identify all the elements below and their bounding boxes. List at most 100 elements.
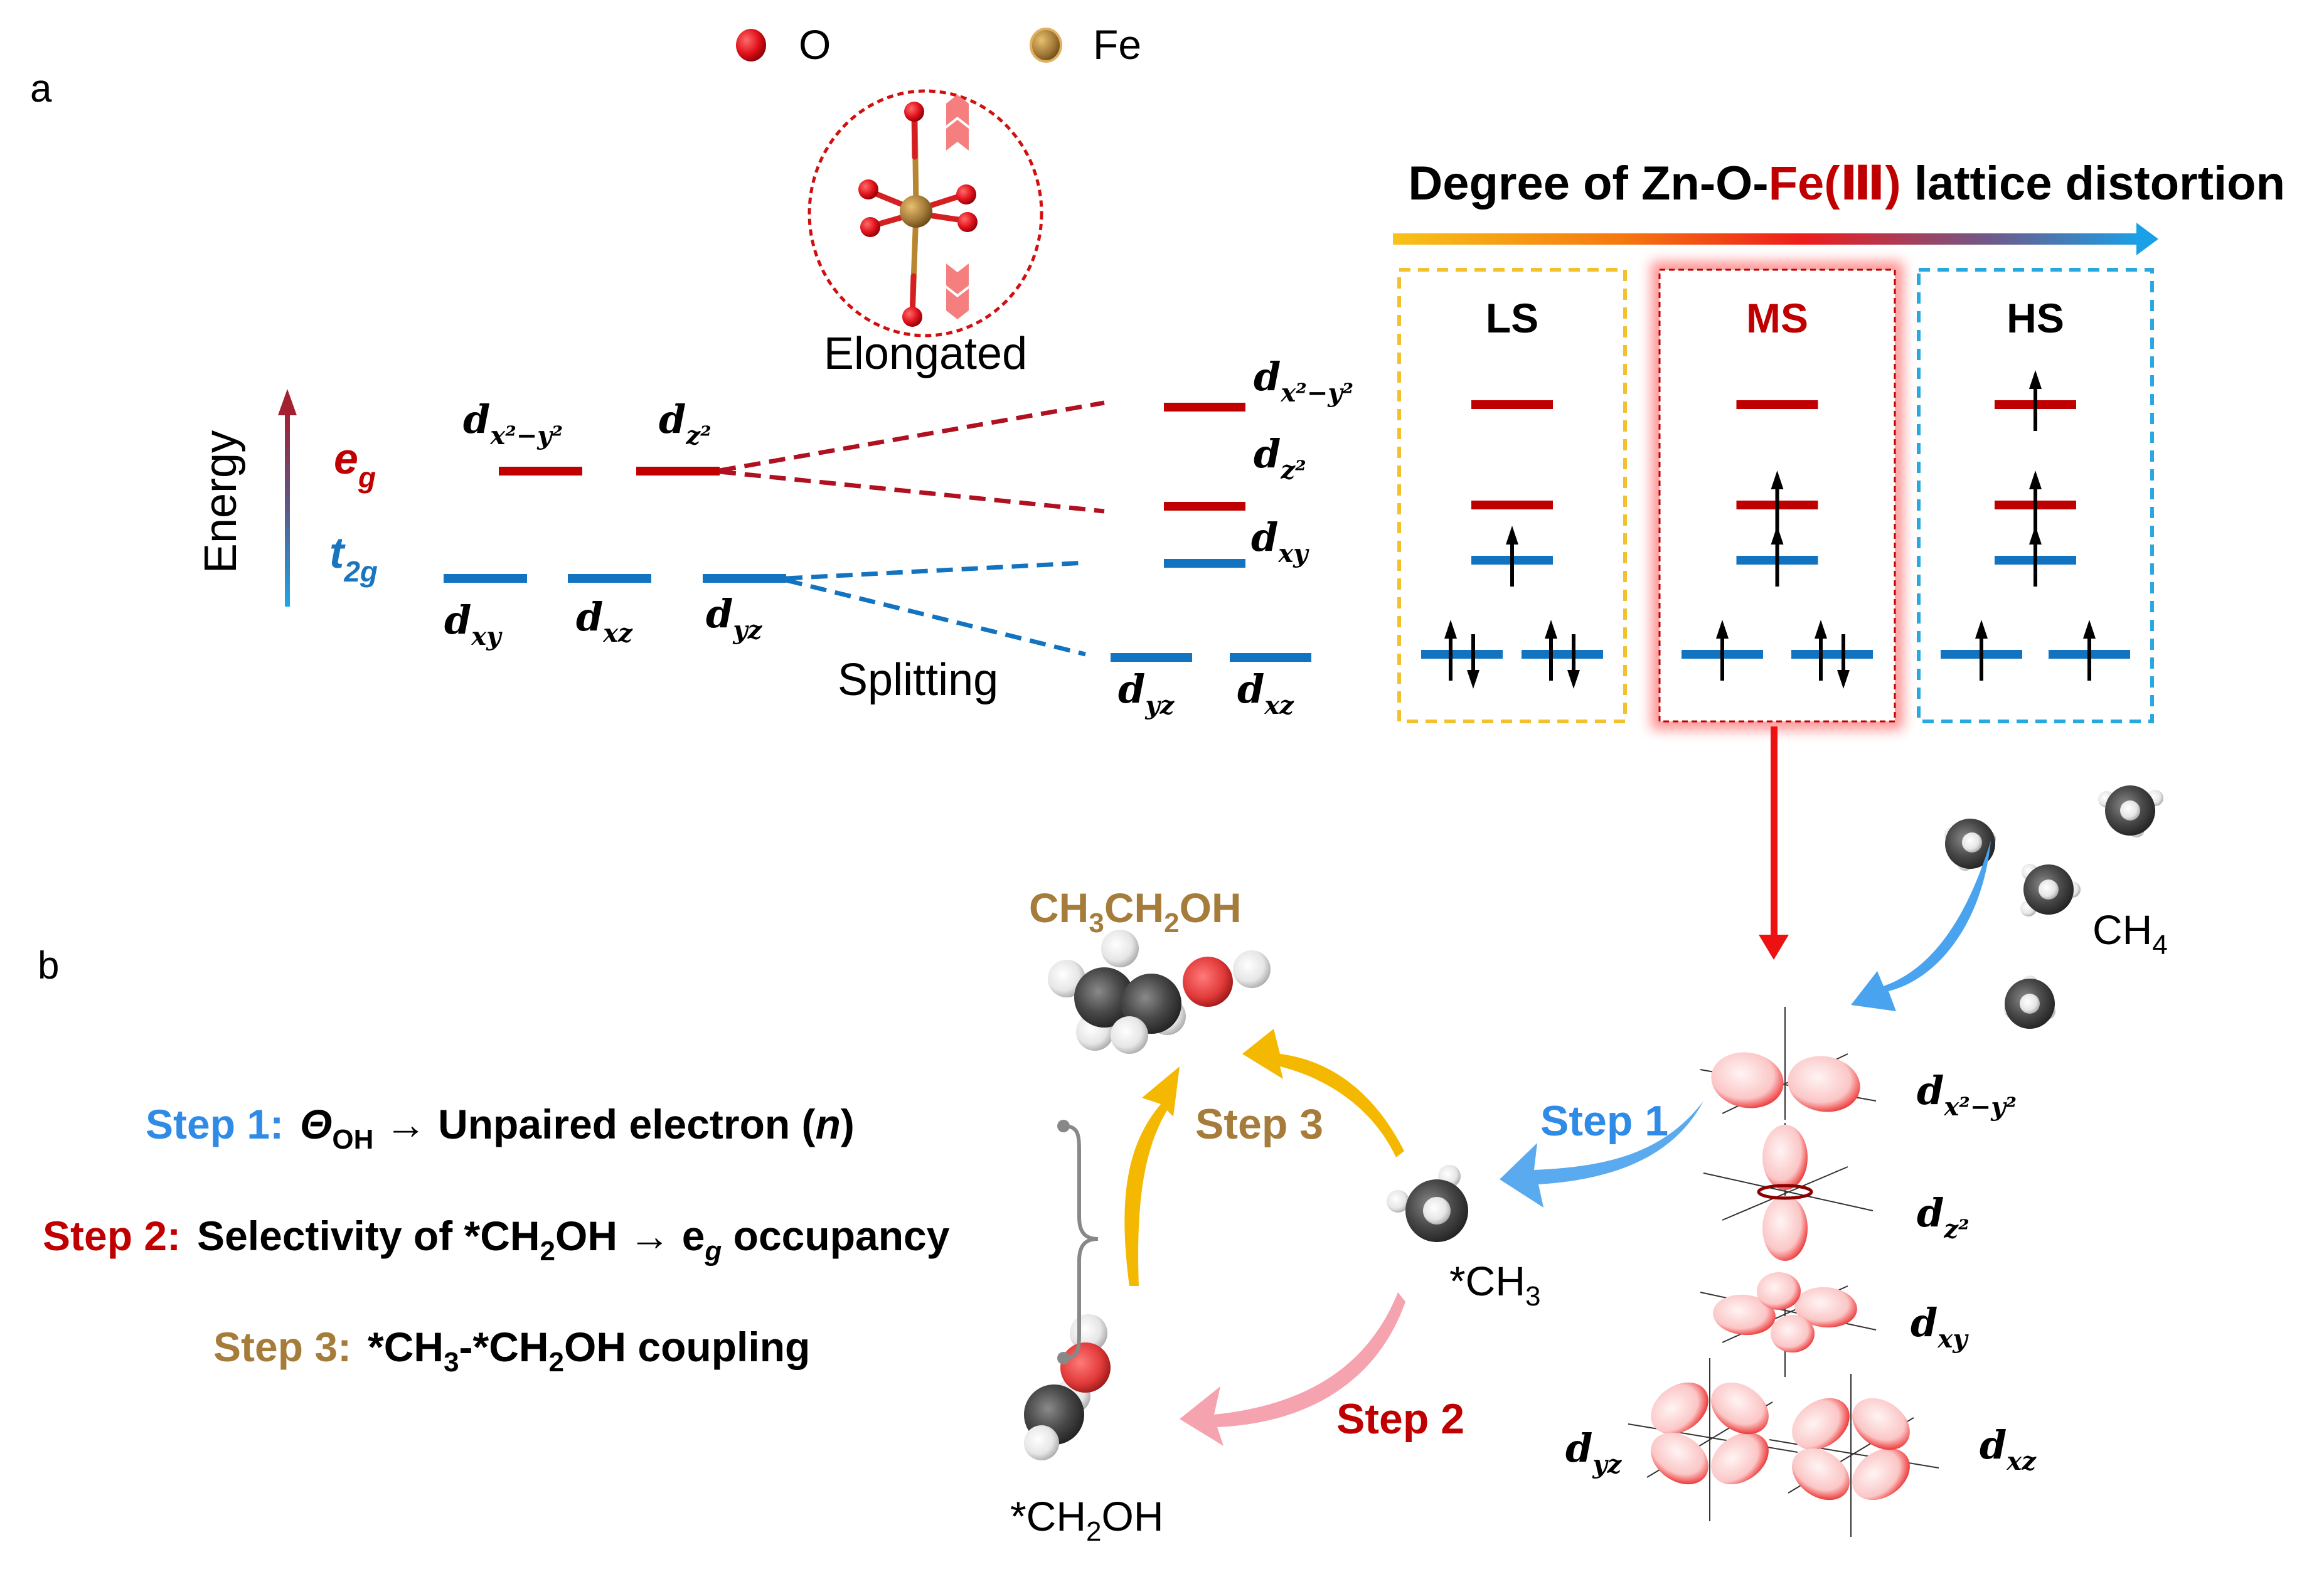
step3-cycle-label: Step 3 [1195, 1100, 1323, 1148]
orbital-label-dyz: dyz [1565, 1425, 1623, 1479]
orbital-lobe [1651, 1382, 1708, 1435]
eg-label: eg [334, 434, 376, 494]
arrow-down-icon [1759, 935, 1789, 960]
level-dxy-split [1164, 559, 1245, 568]
orbital-lobe [1794, 1287, 1857, 1328]
step1-cycle-label: Step 1 [1540, 1097, 1668, 1145]
level-dxz [1791, 650, 1873, 659]
level-dxz-split [1230, 653, 1311, 662]
ethanol-label: CH3CH2OH [1029, 885, 1242, 938]
ch4-adsorption-arrow [1851, 841, 1991, 1011]
distortion-arrows-icon [946, 95, 969, 319]
label-dyz-split: dyz [1118, 666, 1175, 720]
methane-molecule [2020, 864, 2081, 917]
t2g-label: t2g [329, 528, 378, 588]
oxygen-atom [902, 307, 922, 327]
orbital-lobe [1711, 1052, 1784, 1108]
hydroxymethyl-molecule [1024, 1314, 1111, 1460]
legend: O Fe [736, 21, 1141, 68]
step2-description: Step 2:Selectivity of *CH2OH → eg occupa… [43, 1213, 950, 1267]
ms-connector-arrow [1759, 726, 1789, 960]
split-levels [1111, 403, 1311, 662]
level-dyz-octahedral [703, 574, 786, 583]
ch4-label: CH4 [2092, 906, 2168, 960]
arrow-up-icon [1716, 620, 1729, 639]
level-dxy-octahedral [444, 574, 527, 583]
methane-molecule [2004, 975, 2055, 1029]
spin-state-label: HS [2007, 295, 2064, 341]
spin-state-label: LS [1486, 295, 1538, 341]
arrow-up-icon [1545, 620, 1557, 639]
energy-label: Energy [196, 430, 246, 573]
level-dyz-split [1111, 653, 1192, 662]
box-outline [1917, 268, 2154, 723]
distortion-gradient-arrow-shaft [1393, 233, 2140, 245]
methane-molecule [2098, 785, 2163, 837]
level-dz2 [1471, 501, 1553, 509]
legend-label-o: O [799, 21, 831, 68]
orbital-lobe [1792, 1398, 1850, 1450]
orbital-label-dz2: dz² [1917, 1190, 1970, 1244]
ch2oh-label: *CH2OH [1010, 1493, 1164, 1547]
arrow-up-icon [1815, 620, 1827, 639]
level-dz2-split [1164, 502, 1245, 511]
legend-item-fe: Fe [1030, 21, 1141, 68]
orbital-lobe [1762, 1125, 1808, 1190]
spin-state-label: MS [1746, 295, 1808, 341]
splitting-label: Splitting [838, 655, 998, 705]
label-dyz-octahedral: dyz [706, 591, 763, 645]
orbital-lobe [1788, 1056, 1860, 1112]
label-dxz-split: dxz [1237, 666, 1294, 720]
steps-brace [1057, 1120, 1099, 1364]
panel-label-a: a [30, 67, 52, 110]
orbital-label-dxz: dxz [1980, 1422, 2037, 1476]
orbital-lobe [1792, 1448, 1850, 1501]
arrow-down-icon [1567, 670, 1580, 689]
elongated-octahedron: Elongated [808, 89, 1043, 379]
orbital-label-dxy: dxy [1911, 1300, 1969, 1354]
panel-label-b: b [38, 944, 59, 987]
label-dz2-octahedral: dz² [659, 396, 712, 450]
energy-axis: Energy [196, 389, 297, 607]
arrow-down-icon [1837, 670, 1850, 689]
orbital-dxy: dxy [1700, 1272, 1969, 1377]
iron-atom-icon [1030, 28, 1062, 63]
step3-arrow-from-ch2oh [1124, 1066, 1180, 1286]
spin-state-box-ls: LS [1397, 268, 1627, 723]
orbital-lobe [1771, 1315, 1815, 1352]
level-dx2y2-octahedral [499, 467, 582, 476]
orbital-lobe [1852, 1398, 1910, 1450]
level-dxz [1522, 650, 1603, 659]
reaction-cycle: Step 1 Step 2 Step 3 CH3CH2OH *CH3 [1010, 885, 1703, 1547]
oxygen-atom [956, 184, 976, 205]
oxygen-atom-icon [736, 29, 766, 61]
legend-item-o: O [736, 21, 831, 68]
orbital-lobe [1711, 1382, 1769, 1435]
orbital-dz2: dz² [1703, 1123, 1970, 1261]
arrow-up-icon [1771, 526, 1784, 545]
orbital-lobe [1762, 1196, 1808, 1261]
oxygen-atom [858, 179, 878, 199]
step2-arrow [1180, 1292, 1405, 1446]
iron-atom [900, 195, 932, 228]
arrow-up-icon [1506, 526, 1518, 545]
distortion-title: Degree of Zn-O-Fe(Ⅲ) lattice distortion [1393, 157, 2285, 255]
label-dx2y2-octahedral: dx²−y² [463, 396, 563, 450]
spin-state-box-hs: HS [1917, 268, 2154, 723]
orbital-lobe [1713, 1294, 1776, 1336]
arrow-up-icon [1444, 620, 1457, 639]
title-text: Degree of Zn-O-Fe(Ⅲ) lattice distortion [1408, 157, 2285, 210]
step2-cycle-label: Step 2 [1336, 1395, 1464, 1443]
legend-label-fe: Fe [1093, 21, 1141, 68]
oxygen-atom [860, 217, 880, 237]
orbital-lobe [1852, 1448, 1910, 1501]
ethanol-molecule [1048, 930, 1271, 1054]
level-dx2y2-split [1164, 403, 1245, 412]
octahedral-levels [444, 467, 786, 583]
methane-molecules: CH4 [1944, 785, 2168, 1029]
dashed-circle-outline [808, 89, 1043, 337]
ch3-label: *CH3 [1449, 1258, 1541, 1312]
label-dxy-octahedral: dxy [444, 597, 503, 651]
box-outline [1397, 268, 1627, 723]
